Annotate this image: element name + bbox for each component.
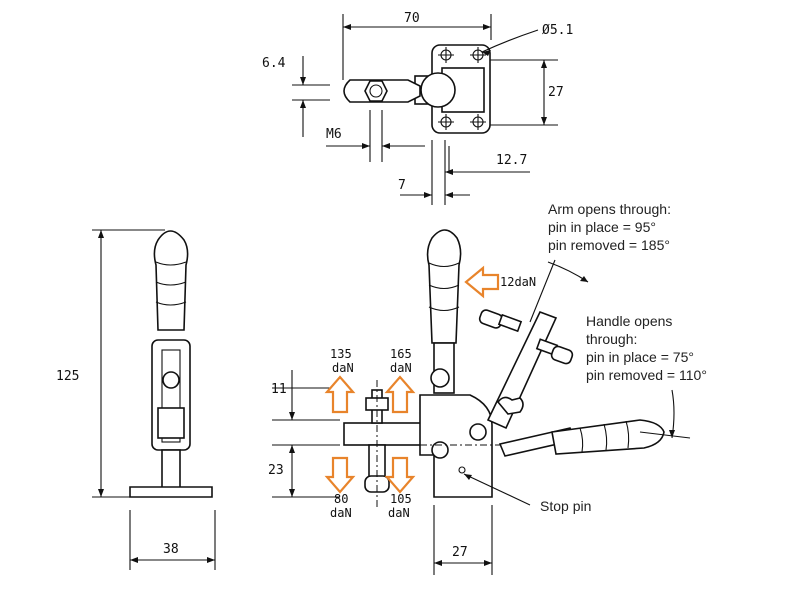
handle-grip [426,229,462,344]
dim-thread: M6 [326,127,342,142]
dim-overall-height: 125 [56,369,79,384]
dim-hole-offset: 12.7 [496,153,527,168]
force-12: 12daN [500,275,536,289]
main-view: 11 23 27 135 daN 165 daN 80 daN 105 daN … [268,229,691,575]
pivot-top [430,368,450,388]
front-view: 125 38 [56,229,216,570]
force-165: 165 [390,347,412,361]
handle-note-line1: Handle opens [586,313,672,329]
force-arrow-down-105 [384,456,416,494]
force-105: 105 [390,492,412,506]
open-handle-grip [551,419,665,455]
force-arrow-left-12 [464,265,500,299]
hole-crosshairs [438,47,486,130]
arm-note-line1: Arm opens through: [548,201,671,217]
dim-side-base-width: 27 [452,545,468,560]
dim-slot-offset: 7 [398,178,406,193]
front-base [129,486,213,498]
force-unit: daN [332,361,354,375]
stop-pin-label: Stop pin [540,498,591,514]
force-arrow-down-80 [324,456,356,494]
open-link [496,396,524,415]
arm-note-line3: pin removed = 185° [548,237,670,253]
arm-note-line2: pin in place = 95° [548,219,656,235]
top-view: 70 Ø5.1 27 6.4 [262,11,573,205]
force-135: 135 [330,347,352,361]
annotation-notes: Arm opens through: pin in place = 95° pi… [540,201,707,514]
force-unit: daN [388,506,410,520]
mounting-holes [438,47,486,130]
force-unit: daN [330,506,352,520]
pivot-mid [431,441,449,459]
dim-hole-dia: Ø5.1 [542,23,573,38]
handle-note-line3: pin in place = 75° [586,349,694,365]
hex-nut [364,80,388,102]
handle-note-line4: pin removed = 110° [586,367,707,383]
force-arrow-up-135 [324,375,356,414]
force-unit: daN [390,361,412,375]
dim-top-height: 27 [548,85,564,100]
dim-top-width: 70 [404,11,420,26]
force-arrow-up-165 [384,375,416,414]
dim-base-height: 23 [268,463,284,478]
stop-pin [458,466,466,474]
open-arm [486,310,558,430]
force-80: 80 [334,492,348,506]
dim-thickness: 6.4 [262,56,286,71]
front-handle-grip [153,230,189,331]
dim-spindle-height: 11 [271,382,287,397]
top-knob [420,72,456,108]
pivot-right [469,423,487,441]
stop-pin-leader [463,473,531,506]
dim-base-width: 38 [163,542,179,557]
hole-leader [481,29,539,53]
handle-note-line2: through: [586,331,637,347]
